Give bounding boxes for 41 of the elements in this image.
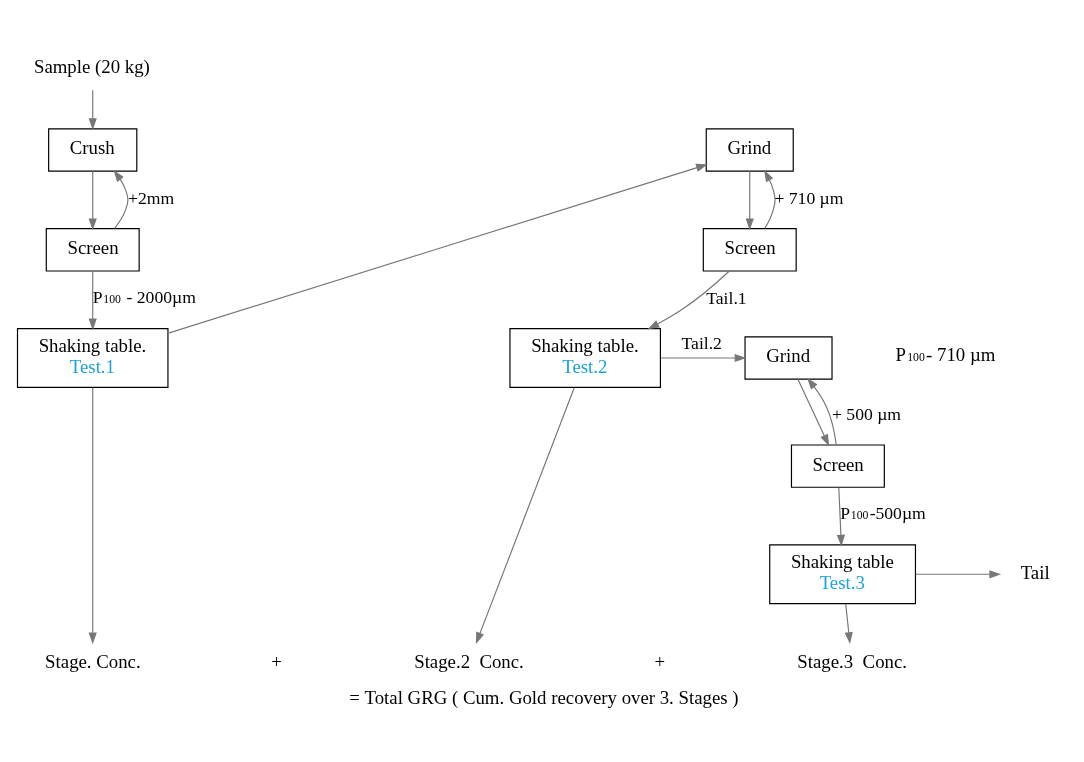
arrow	[88, 170, 97, 230]
node-text: Stage. Conc.	[45, 650, 141, 672]
node-text: Sample (20 kg)	[33, 55, 150, 77]
arrow	[88, 386, 97, 644]
node-text: Stage.3 Conc.	[797, 650, 907, 672]
arrow	[475, 386, 575, 644]
arrow	[88, 89, 97, 130]
node-box: Shaking table. Test.2	[509, 327, 661, 388]
node-text: Tail	[1020, 561, 1050, 583]
arrow	[797, 378, 830, 446]
arrow	[807, 377, 837, 445]
label: P100- 710 µm	[895, 343, 996, 365]
arrow	[660, 353, 747, 362]
node-box: Shaking table. Test.1	[16, 327, 169, 388]
node-box: Screen	[45, 227, 140, 272]
edge-label: Tail.2	[681, 332, 722, 353]
arrow	[844, 602, 853, 644]
arrow	[113, 169, 129, 229]
edge-label: Tail.1	[706, 287, 747, 308]
node-box: Crush	[48, 127, 138, 172]
arrow	[745, 170, 754, 230]
node-box: Screen	[702, 227, 797, 272]
node-box: Screen	[790, 443, 885, 488]
arrow	[764, 169, 776, 229]
arrow	[836, 486, 845, 547]
edge-label: P100 - 2000µm	[92, 286, 196, 307]
edge-label: + 710 µm	[774, 187, 844, 208]
label: +	[271, 650, 282, 672]
node-box: Grind	[705, 127, 794, 172]
arrow	[915, 569, 1002, 578]
node-text: Stage.2 Conc.	[414, 650, 524, 672]
edge-label: + 500 µm	[832, 403, 902, 424]
node-box: Grind	[744, 335, 833, 380]
caption: = Total GRG ( Cum. Gold recovery over 3. Stages )	[349, 686, 739, 708]
node-box: Shaking table Test.3	[769, 543, 917, 604]
label: +	[654, 650, 666, 672]
arrow	[88, 270, 97, 330]
arrow	[647, 269, 730, 329]
edge-label: P100-500µm	[840, 502, 926, 523]
arrow	[167, 163, 708, 334]
edge-label: +2mm	[127, 187, 175, 208]
